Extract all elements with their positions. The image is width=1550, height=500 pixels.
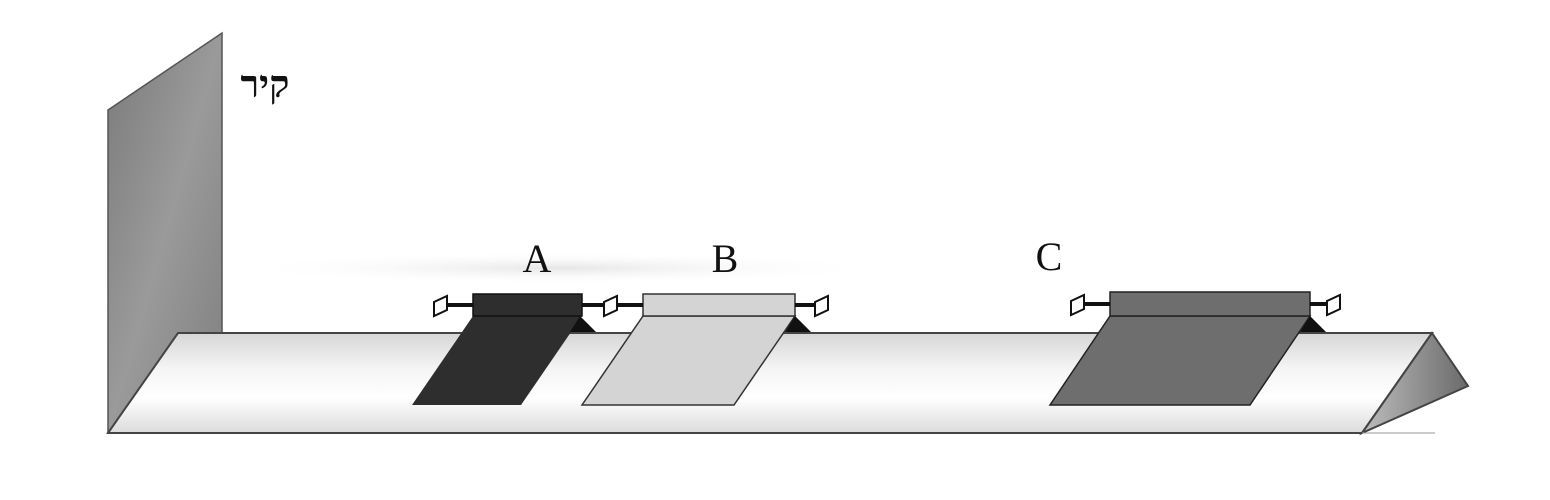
background-haze: [230, 252, 890, 284]
cart-a-left-bumper: [433, 294, 448, 318]
cart-c-left-bumper: [1070, 293, 1085, 317]
cart-a-label: A: [523, 236, 552, 281]
cart-c-body: [1109, 291, 1311, 317]
cart-b-left-bumper: [603, 294, 618, 318]
cart-c-right-bumper: [1326, 293, 1341, 317]
cart-b-body: [642, 293, 796, 317]
cart-a-wheel: [570, 316, 596, 332]
cart-b: B: [580, 236, 829, 406]
track-end-face: [1359, 331, 1470, 436]
wall-label: קיר: [241, 61, 290, 106]
cart-a-body: [472, 293, 583, 317]
cart-b-wheel: [785, 316, 811, 332]
cart-c: C: [1036, 234, 1341, 406]
cart-b-right-bumper: [814, 294, 829, 318]
cart-a-shadow: [412, 316, 582, 405]
cart-c-label: C: [1036, 234, 1063, 279]
cart-a: A: [412, 236, 596, 405]
cart-c-wheel: [1300, 316, 1326, 332]
cart-b-label: B: [712, 236, 739, 281]
